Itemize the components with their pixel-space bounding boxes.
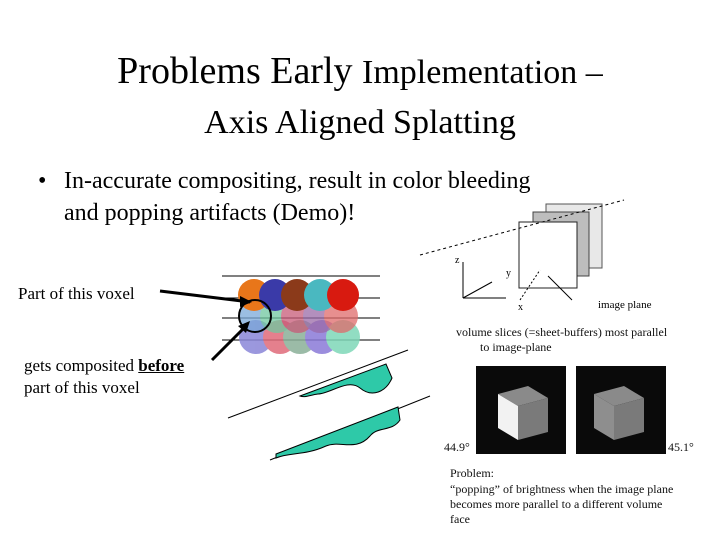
voxel-circle — [327, 279, 359, 311]
title-part-a: Problems Early — [117, 50, 363, 92]
cube-right-face — [614, 398, 644, 440]
label-before-emph: before — [138, 356, 185, 375]
problem-title: Problem: — [450, 466, 494, 480]
image-plane-label: image plane — [598, 299, 652, 311]
arrowhead — [240, 296, 252, 307]
bullet-text-line2: and popping artifacts (Demo)! — [64, 200, 356, 226]
label-part-of-voxel-2: part of this voxel — [24, 378, 140, 397]
problem-line2: becomes more parallel to a different vol… — [450, 497, 663, 511]
cube-right-face — [518, 398, 548, 440]
teal-sheet-lower — [275, 406, 401, 459]
bullet-marker: • — [38, 168, 47, 194]
voxel-row-1 — [238, 279, 359, 311]
slice-front — [518, 221, 578, 289]
pointer-arrows — [159, 289, 251, 362]
bullet-text-line1: In-accurate compositing, result in color… — [64, 168, 531, 194]
cube-top-face — [498, 386, 548, 406]
highlight-circle — [238, 299, 272, 333]
cube-top-face — [594, 386, 644, 406]
axis-z-label: z — [455, 255, 460, 266]
cube-demo-images — [476, 366, 666, 454]
problem-line1: “popping” of brightness when the image p… — [450, 482, 674, 496]
voxel-circle — [281, 279, 313, 311]
voxel-circle — [259, 279, 291, 311]
cube-left-face — [498, 394, 518, 440]
angle-left-label: 44.9° — [444, 440, 470, 454]
arrowhead — [238, 321, 250, 333]
bullet-point: • In-accurate compositing, result in col… — [38, 165, 638, 229]
label-gets-composited: gets composited before — [24, 356, 184, 376]
axis-x-label: x — [518, 302, 523, 313]
label-gets-composited-text: gets composited — [24, 356, 139, 375]
slide-title-line2: Axis Aligned Splatting — [204, 104, 516, 141]
title-part-b: Implementation – — [362, 54, 603, 91]
problem-line3: face — [450, 512, 470, 526]
voxel-circle — [304, 279, 336, 311]
label-part-of-voxel: Part of this voxel — [18, 284, 135, 303]
slide-title-line1: Problems Early Implementation – — [0, 48, 720, 96]
axis-y-label: y — [506, 268, 511, 279]
angle-right-label: 45.1° — [668, 440, 694, 454]
slices-caption-line1: volume slices (=sheet-buffers) most para… — [456, 325, 668, 339]
teal-sheet-upper — [298, 363, 393, 398]
slices-caption-line2: to image-plane — [480, 340, 552, 354]
slices-diagram: z y x image plane — [419, 199, 652, 313]
cube-left-face — [594, 394, 614, 440]
